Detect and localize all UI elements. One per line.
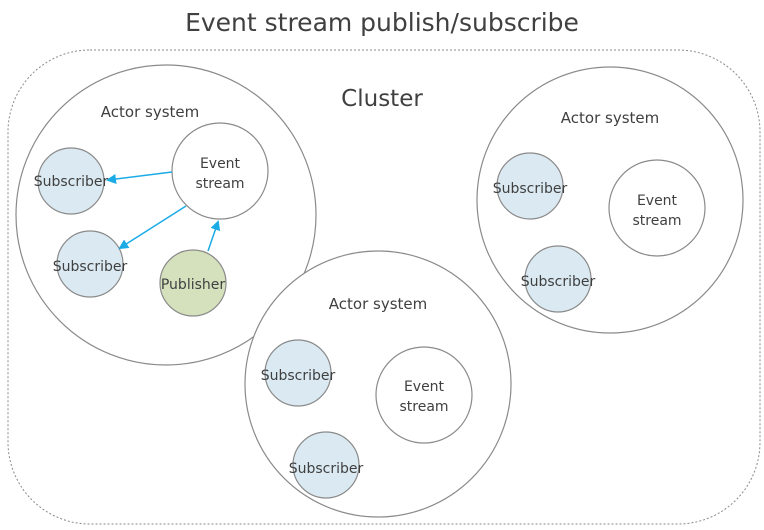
actor-system-3: Actor system Event stream Subscriber Sub… bbox=[244, 250, 512, 518]
actor-system-2: Actor system Event stream Subscriber Sub… bbox=[476, 66, 744, 334]
actor-system-1: Actor system Event stream Subscriber Sub… bbox=[15, 64, 317, 366]
event-stream-label-line2: stream bbox=[399, 399, 448, 415]
actor-system-label: Actor system bbox=[329, 295, 427, 313]
publish-arrow bbox=[207, 220, 221, 252]
actor-system-label: Actor system bbox=[561, 109, 659, 127]
cluster-boundary bbox=[7, 49, 761, 525]
subscriber-node bbox=[264, 339, 332, 407]
publisher-node bbox=[159, 249, 227, 317]
event-stream-node bbox=[171, 122, 269, 220]
subscriber-label: Subscriber bbox=[261, 368, 336, 384]
subscriber-node bbox=[292, 431, 360, 499]
event-stream-label-line1: Event bbox=[404, 379, 445, 395]
subscriber-label: Subscriber bbox=[493, 181, 568, 197]
deliver-arrow bbox=[106, 171, 173, 184]
event-stream-label-line2: stream bbox=[632, 213, 681, 229]
event-stream-node bbox=[608, 159, 706, 257]
subscriber-node bbox=[496, 152, 564, 220]
publisher-label: Publisher bbox=[161, 277, 226, 293]
subscriber-node bbox=[524, 245, 592, 313]
cluster-label: Cluster bbox=[341, 86, 423, 112]
deliver-arrow bbox=[118, 205, 187, 250]
subscriber-label: Subscriber bbox=[53, 259, 128, 275]
subscriber-label: Subscriber bbox=[34, 174, 109, 190]
event-stream-label-line2: stream bbox=[195, 176, 244, 192]
event-stream-label-line1: Event bbox=[200, 156, 241, 172]
subscriber-node bbox=[56, 230, 124, 298]
diagram-title: Event stream publish/subscribe bbox=[185, 8, 579, 37]
event-stream-node bbox=[375, 346, 473, 444]
subscriber-node bbox=[37, 147, 105, 215]
subscriber-label: Subscriber bbox=[521, 274, 596, 290]
actor-system-label: Actor system bbox=[101, 103, 199, 121]
subscriber-label: Subscriber bbox=[289, 461, 364, 477]
event-stream-label-line1: Event bbox=[637, 193, 678, 209]
